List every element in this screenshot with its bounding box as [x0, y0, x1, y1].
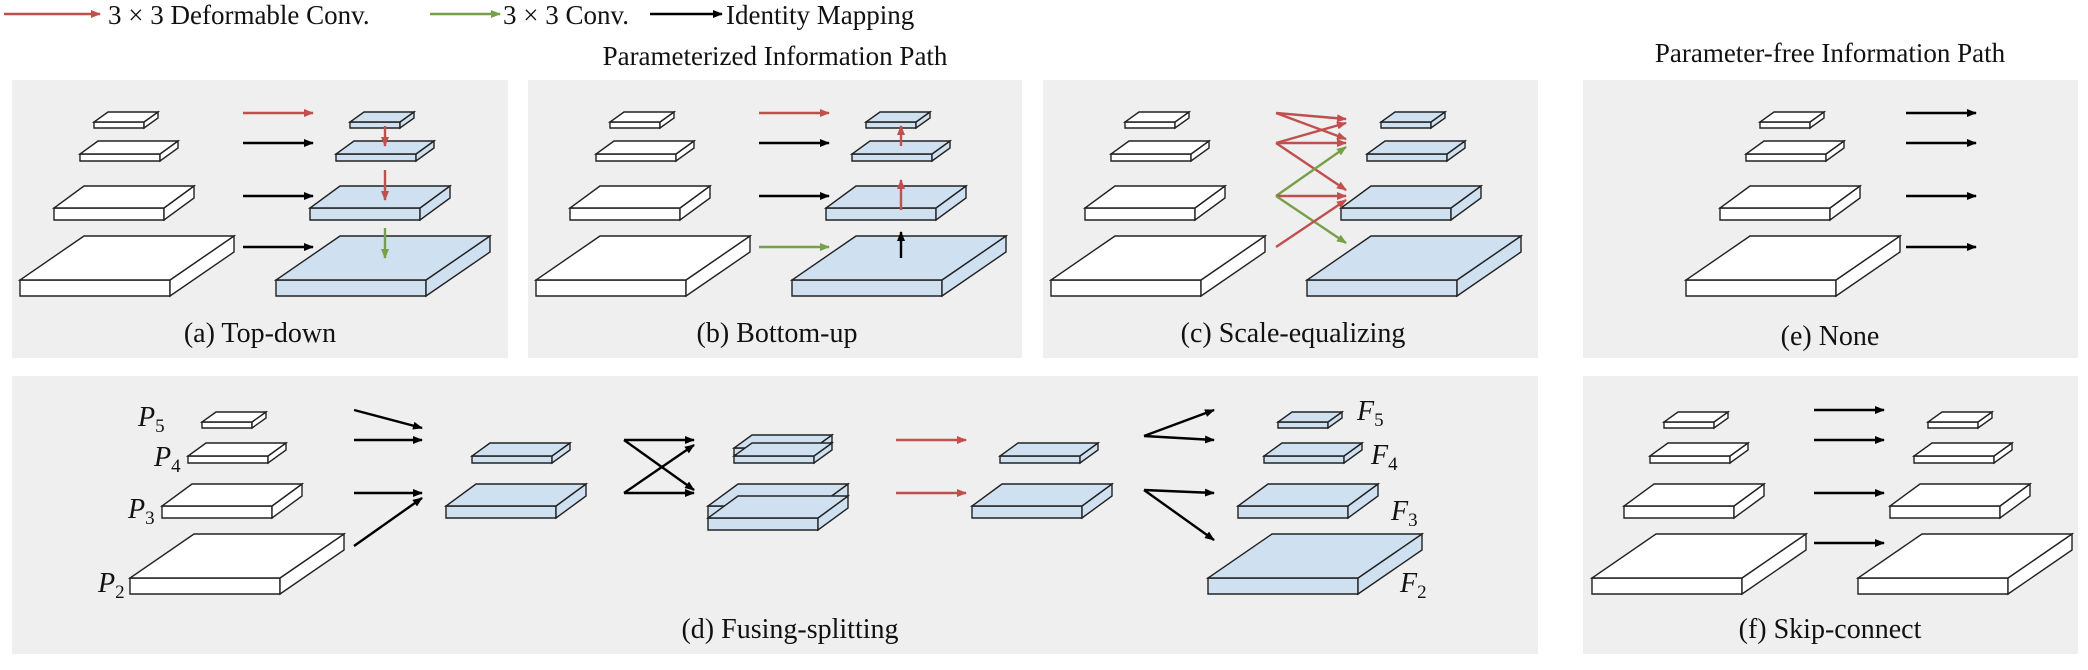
b-output-level-2	[789, 234, 1009, 298]
heading-parameterized: Parameterized Information Path	[603, 41, 948, 71]
f-input-level-4	[1647, 441, 1751, 465]
f-input-level-2	[1589, 532, 1809, 596]
d-split-2	[1143, 489, 1215, 541]
a-input-level-4	[77, 139, 181, 163]
caption-none: (e) None	[1781, 321, 1880, 352]
c-input-level-2	[1048, 234, 1268, 298]
a-input-level-5	[91, 110, 161, 130]
c-input-level-4	[1108, 139, 1212, 163]
d-fused-low	[443, 482, 589, 520]
e-input-level-4	[1743, 139, 1847, 163]
caption-top-down: (a) Top-down	[184, 318, 336, 349]
d-input-p2	[127, 532, 347, 596]
label-f3: F3	[1390, 496, 1418, 531]
label-f5: F5	[1356, 396, 1384, 431]
c-arrow-3-4	[1275, 146, 1347, 197]
d-output-f2	[1205, 532, 1425, 596]
f-output-level-2	[1855, 532, 2075, 596]
caption-fusing-splitting: (d) Fusing-splitting	[681, 614, 898, 645]
caption-scale-equalizing: (c) Scale-equalizing	[1181, 318, 1406, 349]
d-fuse-5	[353, 408, 423, 430]
d-output-f3	[1235, 482, 1381, 520]
b-input-level-5	[607, 110, 677, 130]
c-arrow-4-3	[1275, 142, 1347, 191]
f-output-level-3	[1887, 482, 2033, 520]
b-output-level-4	[849, 139, 953, 163]
d-input-p5	[199, 410, 269, 430]
c-arrow-4-5	[1275, 121, 1347, 145]
c-arrow-5-5	[1275, 111, 1347, 123]
legend-deformable-label: 3 × 3 Deformable Conv.	[108, 0, 370, 30]
d-output-f5	[1275, 410, 1345, 430]
f-output-level-5	[1925, 410, 1995, 430]
heading-parameter-free: Parameter-free Information Path	[1655, 38, 2006, 68]
f-input-level-5	[1661, 410, 1731, 430]
c-output-level-3	[1338, 184, 1484, 222]
d-fused-high	[469, 441, 573, 465]
c-output-level-5	[1378, 110, 1448, 130]
c-output-level-2	[1304, 234, 1524, 298]
a-output-level-4	[333, 139, 437, 163]
c-input-level-3	[1082, 184, 1228, 222]
caption-bottom-up: (b) Bottom-up	[697, 318, 858, 349]
d-split-4	[1143, 434, 1215, 444]
b-input-level-3	[567, 184, 713, 222]
b-output-level-3	[823, 184, 969, 222]
c-arrow-2-3	[1275, 199, 1347, 248]
d-output-f4	[1261, 441, 1365, 465]
c-arrow-5-4	[1275, 111, 1347, 141]
d-refined-low	[969, 482, 1115, 520]
d-input-p4	[185, 441, 289, 465]
a-input-level-2	[17, 234, 237, 298]
feature-maps	[17, 110, 2075, 596]
e-input-level-2	[1683, 234, 1903, 298]
d-split-5	[1143, 408, 1215, 438]
d-cross-hl	[623, 439, 695, 491]
d-refined-high	[997, 441, 1101, 465]
a-output-level-3	[307, 184, 453, 222]
label-p3: P3	[127, 494, 155, 529]
f-input-level-3	[1621, 482, 1767, 520]
d-mixed-low-2	[705, 494, 851, 532]
d-mixed-high-2	[731, 441, 835, 465]
e-input-level-5	[1757, 110, 1827, 130]
label-f2: F2	[1399, 568, 1427, 603]
c-arrow-3-2	[1275, 195, 1347, 244]
label-p4: P4	[153, 442, 181, 477]
e-input-level-3	[1717, 184, 1863, 222]
c-output-level-4	[1364, 139, 1468, 163]
b-output-level-5	[863, 110, 933, 130]
b-input-level-4	[593, 139, 697, 163]
a-input-level-3	[51, 184, 197, 222]
arrows	[243, 109, 1977, 547]
a-output-level-5	[347, 110, 417, 130]
label-p2: P2	[97, 568, 125, 603]
legend-conv-label: 3 × 3 Conv.	[503, 0, 629, 30]
f-output-level-4	[1911, 441, 2015, 465]
label-f4: F4	[1370, 440, 1398, 475]
d-cross-lh	[623, 444, 695, 494]
d-split-3	[1143, 488, 1215, 497]
label-p5: P5	[137, 402, 165, 437]
legend: 3 × 3 Deformable Conv. 3 × 3 Conv. Ident…	[4, 0, 914, 30]
d-fuse-2	[353, 497, 423, 547]
c-input-level-5	[1122, 110, 1192, 130]
legend-identity-label: Identity Mapping	[726, 0, 914, 30]
d-input-p3	[159, 482, 305, 520]
caption-skip-connect: (f) Skip-connect	[1739, 614, 1922, 645]
b-input-level-2	[533, 234, 753, 298]
